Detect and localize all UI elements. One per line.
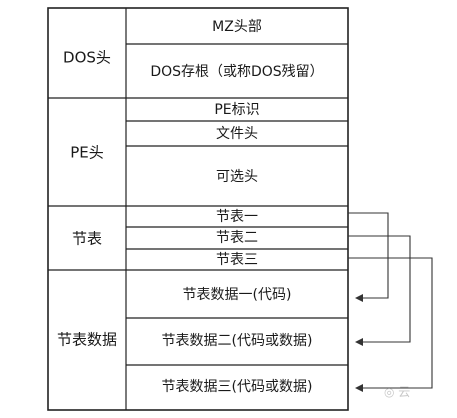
cell-section-data-3: 节表数据三(代码或数据) [162,379,313,395]
group-label-pe-header: PE头 [70,144,104,162]
cell-dos-stub: DOS存根（或称DOS残留） [150,64,323,80]
cell-mz-header: MZ头部 [212,19,262,35]
cell-section-3: 节表三 [216,252,258,268]
cell-section-2: 节表二 [216,230,258,246]
cell-file-header: 文件头 [216,126,258,142]
cell-pe-signature: PE标识 [214,102,259,118]
cell-section-data-1: 节表数据一(代码) [183,287,292,303]
group-label-section-table: 节表 [72,230,102,248]
outer-frame [47,7,349,411]
cell-section-1: 节表一 [216,209,258,225]
group-label-dos-header: DOS头 [63,49,111,67]
cell-optional-header: 可选头 [216,169,258,185]
cell-section-data-2: 节表数据二(代码或数据) [162,333,313,349]
group-label-section-data: 节表数据 [57,331,117,349]
watermark: ◎ 云 [384,385,410,399]
connector-section-3-to-data-3 [348,257,433,392]
connector-section-1-to-data-1 [348,212,389,302]
connector-section-2-to-data-2 [348,235,411,346]
